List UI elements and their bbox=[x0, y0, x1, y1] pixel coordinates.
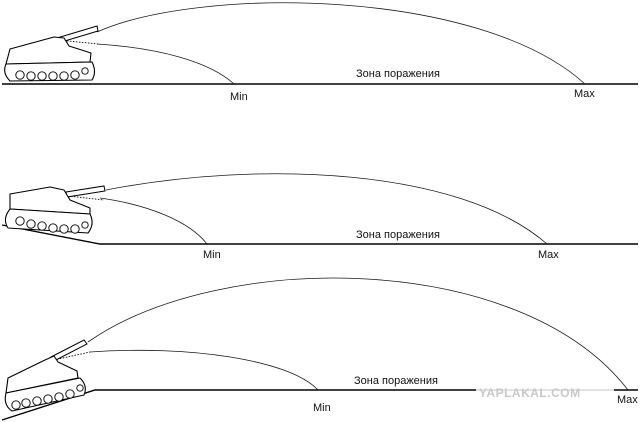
panel-reverse-slope: Зона поражения Min Max bbox=[1, 173, 638, 261]
max-label: Max bbox=[538, 249, 559, 261]
max-label: Max bbox=[617, 394, 638, 406]
zone-label: Зона поражения bbox=[356, 68, 440, 80]
trajectory-max bbox=[96, 2, 586, 85]
tank-icon bbox=[4, 339, 91, 412]
min-label: Min bbox=[203, 249, 221, 261]
ground-slope-line bbox=[1, 389, 638, 421]
zone-label: Зона поражения bbox=[356, 229, 440, 241]
watermark: YAPLAKAL.COM bbox=[476, 385, 614, 400]
min-label: Min bbox=[313, 402, 331, 414]
trajectory-min bbox=[96, 43, 235, 85]
min-label: Min bbox=[230, 91, 248, 103]
max-label: Max bbox=[574, 88, 595, 100]
tank-icon bbox=[4, 25, 99, 82]
trajectory-max bbox=[105, 173, 548, 245]
ground-slope-line bbox=[1, 224, 638, 245]
zone-label: Зона поражения bbox=[354, 375, 438, 387]
trajectory-min bbox=[89, 349, 319, 391]
trajectory-min bbox=[99, 197, 208, 245]
watermark-text: YAPLAKAL.COM bbox=[479, 386, 581, 400]
trajectory-max bbox=[87, 277, 629, 391]
panel-level-ground: Зона поражения Min Max bbox=[2, 2, 638, 103]
tank-icon bbox=[4, 185, 106, 234]
panel-forward-slope: Зона поражения Min Max bbox=[1, 277, 638, 421]
